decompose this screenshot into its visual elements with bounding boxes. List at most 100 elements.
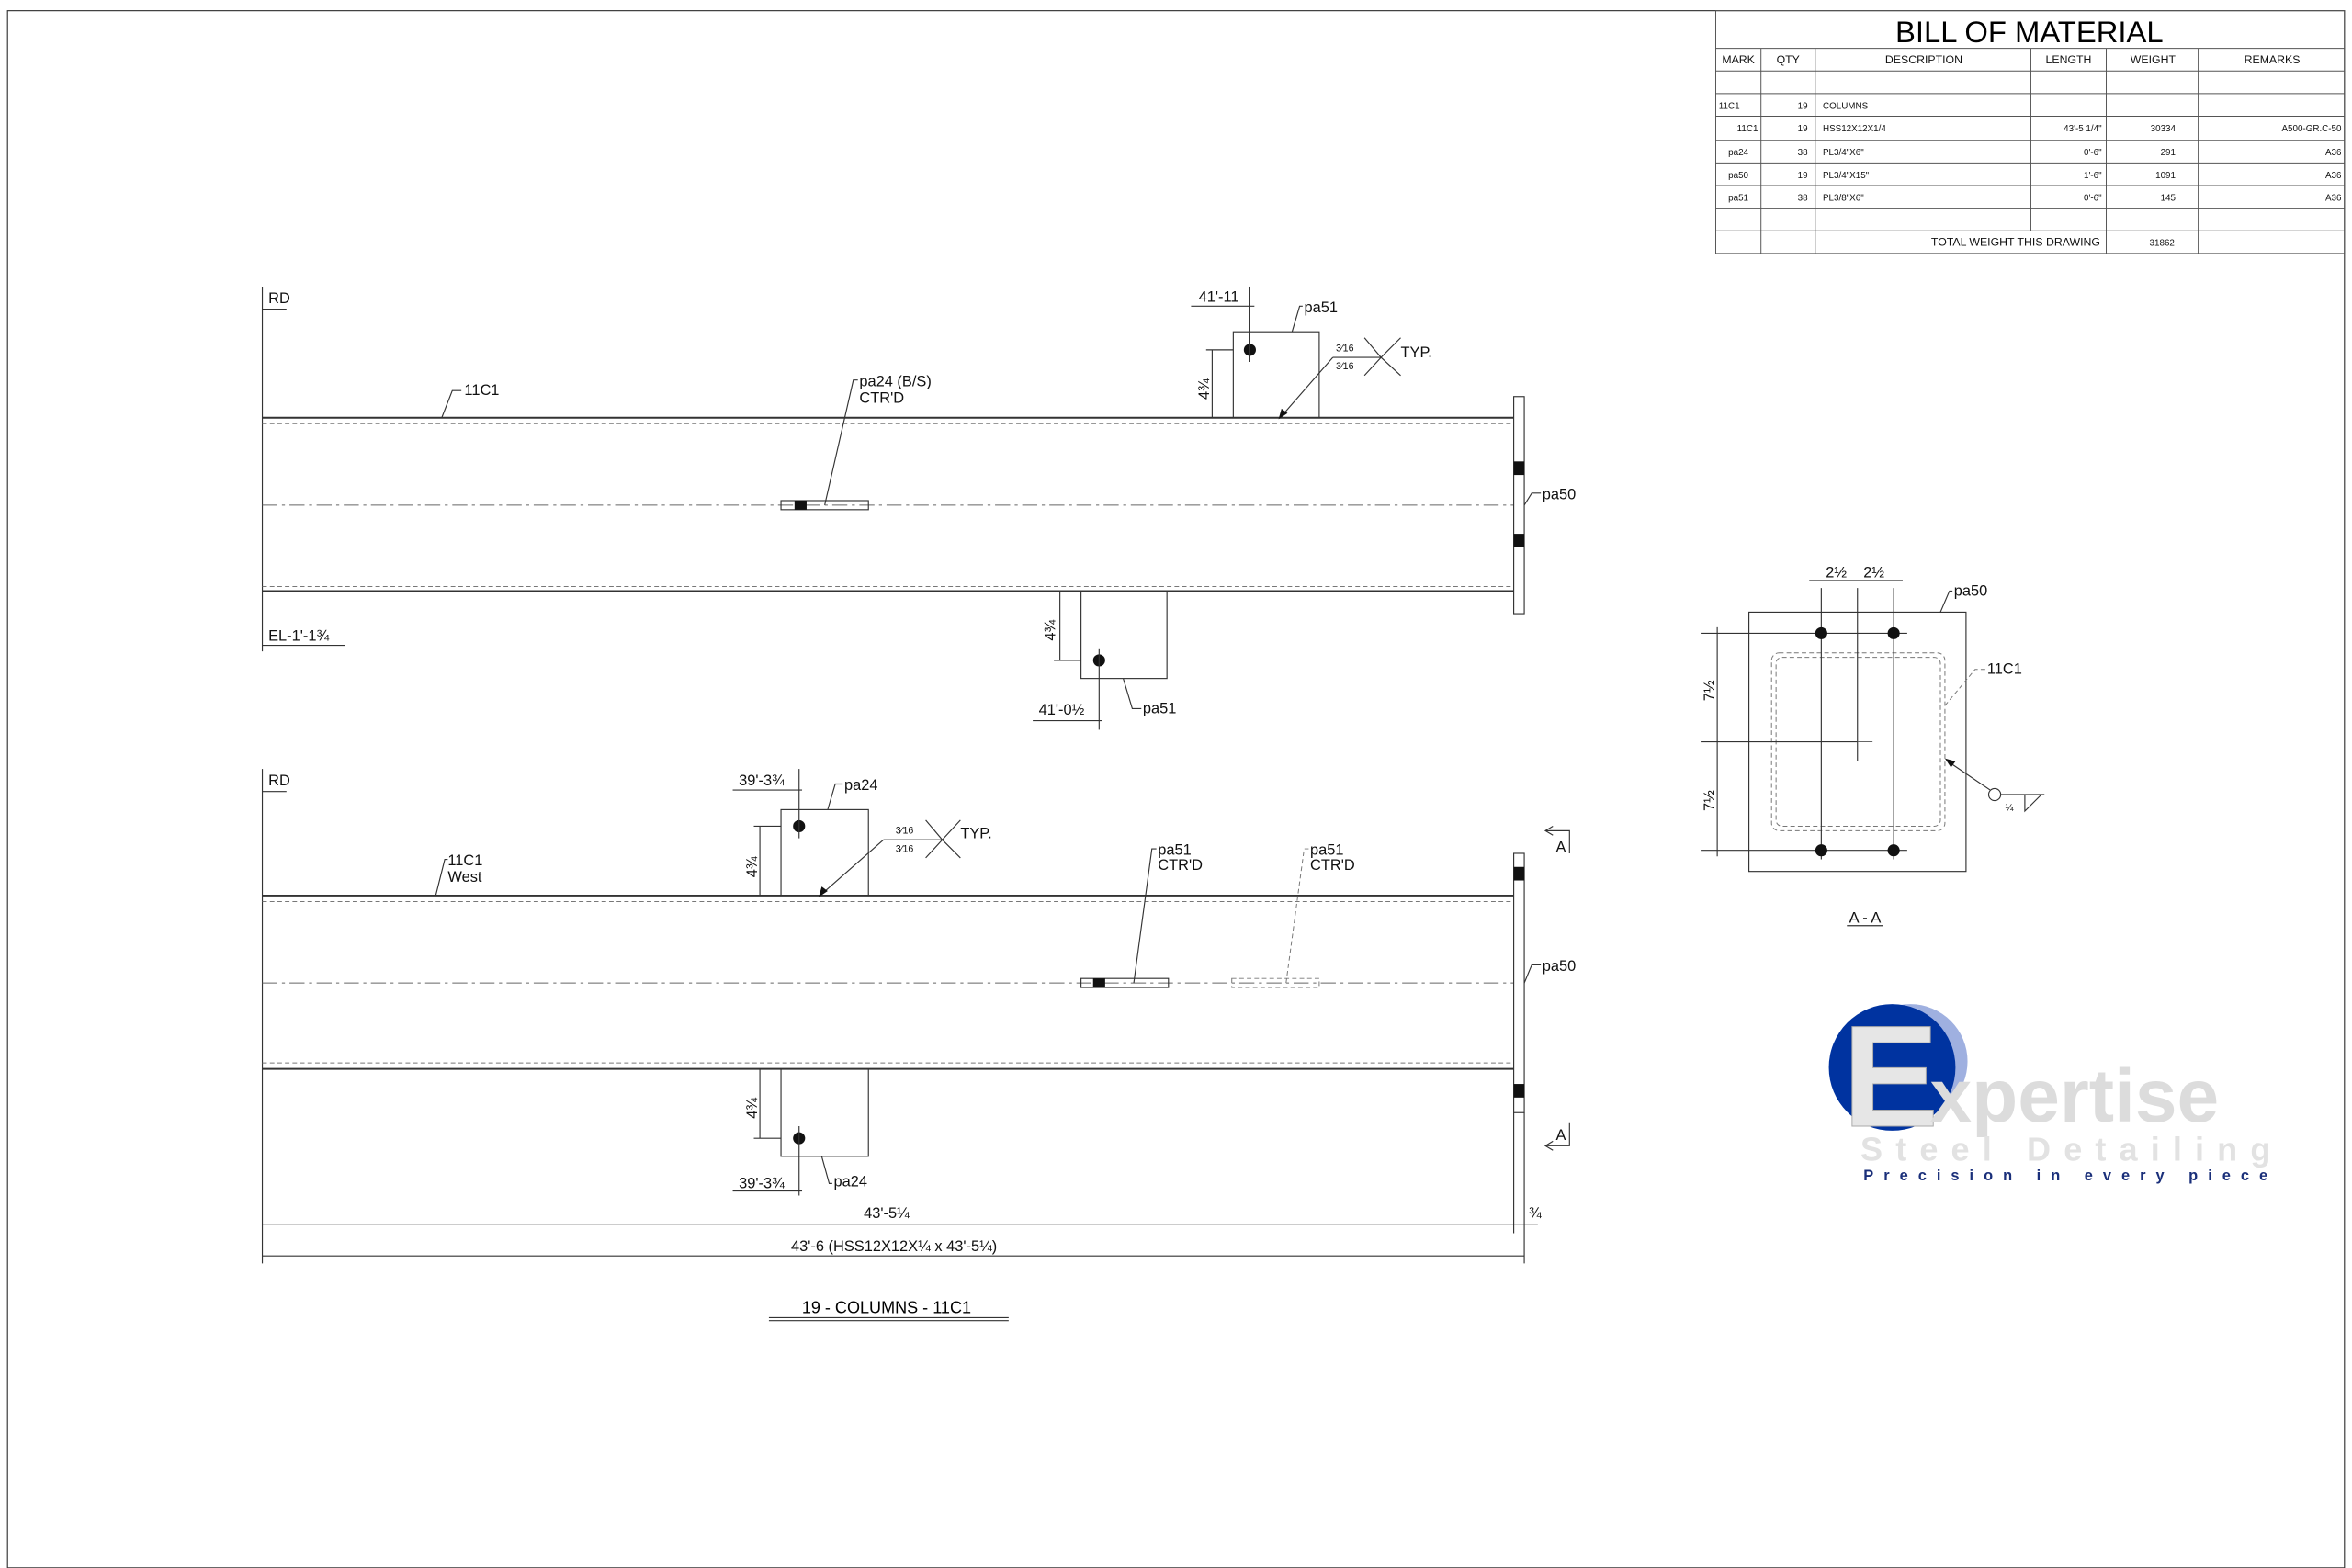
pa51-label-top: pa51 [1304,299,1338,316]
pa51-ctrd: CTR'D [1158,857,1203,874]
rd-label: RD [268,773,290,789]
bolt-spacing-dim: 2½ [1863,565,1884,581]
weld-size-top: 3⁄16 [896,826,914,837]
pa24-label: pa24 (B/S) [859,373,931,389]
pa51-slot-far-side [1231,977,1320,988]
bom-row: pa50 19 PL3/4"X15" 1'-6" 1091 A36 [1728,171,2342,181]
bolt [1887,844,1900,857]
bom-description: COLUMNS [1823,101,1869,111]
section-marker-bottom: A [1556,1127,1566,1144]
weld-size-bottom: 3⁄16 [896,843,914,854]
bom-row: pa51 38 PL3/8"X6" 0'-6" 145 A36 [1728,193,2342,203]
section-marker-top: A [1556,839,1566,855]
bom-length: 0'-6" [2084,193,2102,203]
logo-letter: E [1842,996,1939,1157]
pa24-label-bottom: pa24 [833,1174,867,1190]
bom-description: PL3/4"X15" [1823,171,1870,181]
bom-description: PL3/4"X6" [1823,148,1864,158]
dim-39-3-bottom: 39'-3¾ [739,1175,785,1191]
bom-header: LENGTH [2046,53,2092,66]
dim-39-3: 39'-3¾ [739,773,785,789]
logo-tagline: Precision in every piece [1863,1168,2267,1184]
pa24-label-top: pa24 [844,777,878,794]
bom-length: 1'-6" [2084,171,2102,181]
overall-length-dim: 43'-5¼ [864,1205,910,1222]
member-label: 11C1 [447,852,482,869]
top-elevation-view: RD pa50 11C1 pa24 (B/S) CTR'D 41'-11 pa5… [261,286,1577,730]
weld-size: ¼ [2006,803,2014,814]
bom-mark: pa24 [1728,148,1748,158]
bom-qty: 38 [1798,193,1808,203]
plate-thickness-dim: ¾ [1529,1205,1542,1222]
member-label: 11C1 [1987,661,2022,678]
total-length-dim: 43'-6 (HSS12X12X¼ x 43'-5¼) [791,1238,997,1255]
bom-header: QTY [1777,53,1800,66]
edge-dim-top: 4¾ [1196,378,1213,400]
weld-size-top: 3⁄16 [1336,344,1354,355]
pa51-label-far: pa51 [1310,842,1344,859]
edge-dim-bottom: 4¾ [744,1098,761,1119]
bom-title: BILL OF MATERIAL [1895,15,2164,49]
dim-41-11: 41'-11 [1199,288,1239,305]
bolt-spacing-dim: 2½ [1826,565,1847,581]
bom-total-weight: 31862 [2150,239,2175,249]
bom-row: pa24 38 PL3/4"X6" 0'-6" 291 A36 [1728,148,2342,158]
bill-of-material: BILL OF MATERIAL MARK QTY DESCRIPTION LE… [1714,10,2346,254]
bom-header: REMARKS [2245,53,2301,66]
end-plate-pa50 [1513,396,1525,615]
weld-typ: TYP. [960,826,991,842]
pa24-ctrd: CTR'D [859,389,904,406]
member-label: 11C1 [464,382,499,399]
bom-length: 0'-6" [2084,148,2102,158]
bolt [1887,626,1900,639]
bom-length: 43'-5 1/4" [2064,124,2102,134]
pa51-label-bottom: pa51 [1143,700,1177,716]
bom-header: DESCRIPTION [1885,53,1962,66]
bom-qty: 19 [1798,101,1808,111]
pa51-slot [1080,977,1170,988]
member-side: West [447,869,482,886]
pa24-slot [780,500,869,511]
end-plate-pa50 [1513,852,1525,1113]
company-logo: E xpertise Steel Detailing Precision in … [1828,996,2270,1184]
bom-mark: pa51 [1728,193,1748,203]
bottom-elevation-view: RD pa50 11C1 West 39'-3¾ pa24 4¾ 3⁄16 3⁄… [261,769,1577,1322]
bom-header: MARK [1722,53,1755,66]
drawing-title: 19 - COLUMNS - 11C1 [802,1299,971,1317]
bom-remarks: A500-GR.C-50 [2281,124,2342,134]
bom-row: 11C1 19 COLUMNS [1719,101,1869,111]
bom-header: WEIGHT [2131,53,2177,66]
bom-qty: 19 [1798,124,1808,134]
bom-qty: 38 [1798,148,1808,158]
bom-weight: 291 [2161,148,2176,158]
bom-weight: 145 [2161,193,2177,203]
dim-41-0-half: 41'-0½ [1039,702,1085,718]
section-title: A - A [1849,909,1882,926]
bom-remarks: A36 [2325,193,2342,203]
bom-weight: 30334 [2151,124,2177,134]
pa51-plate-bottom [1080,590,1168,680]
elevation-label: EL-1'-1¾ [268,628,329,645]
bom-weight: 1091 [2155,171,2176,181]
section-a-a: 2½ 2½ 7½ 7½ pa50 11C1 ¼ A - A [1701,565,2045,926]
edge-dim-top: 4¾ [744,856,761,877]
rd-label: RD [268,290,290,307]
bom-qty: 19 [1798,171,1808,181]
pa24-plate-top [780,808,869,897]
pa51-ctrd-far: CTR'D [1310,857,1355,874]
pa51-label: pa51 [1158,842,1192,859]
pa50-label: pa50 [1954,582,1988,599]
logo-subtitle: Steel Detailing [1860,1131,2270,1168]
bom-mark: 11C1 [1719,101,1740,111]
edge-dim-bottom: 4¾ [1043,619,1059,640]
bom-description: HSS12X12X1/4 [1823,124,1886,134]
weld-size-bottom: 3⁄16 [1336,361,1354,372]
bom-remarks: A36 [2325,148,2342,158]
weld-all-around-icon [1987,787,2002,802]
bom-remarks: A36 [2325,171,2342,181]
bom-mark: pa50 [1728,171,1748,181]
bom-total-label: TOTAL WEIGHT THIS DRAWING [1931,236,2100,249]
pa50-label: pa50 [1543,958,1577,975]
pa50-label: pa50 [1543,486,1577,502]
